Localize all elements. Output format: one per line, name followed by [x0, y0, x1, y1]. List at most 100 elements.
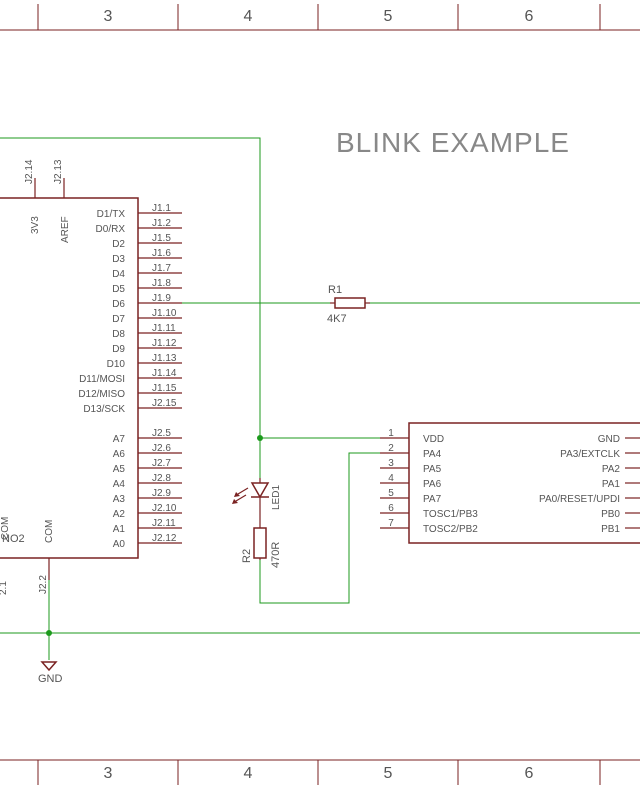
- arduino-pin-name: D10: [107, 359, 126, 370]
- arduino-pin-name: D8: [112, 329, 125, 340]
- arduino-pin-number: J2.5: [152, 428, 171, 439]
- mcu-pin-name-left: TOSC2/PB2: [423, 524, 478, 535]
- arduino-pin-name: D2: [112, 239, 125, 250]
- mcu-pin-name-left: PA6: [423, 479, 442, 490]
- col-label-bottom: 3: [104, 765, 113, 782]
- arduino-pin-number: J2.12: [152, 533, 177, 544]
- mcu-pin-name-left: PA4: [423, 449, 442, 460]
- col-label-bottom: 4: [244, 765, 253, 782]
- led1-name: LED1: [271, 485, 282, 510]
- arduino-pin-number: J1.12: [152, 338, 177, 349]
- mcu-pin-number: 6: [388, 503, 394, 514]
- arduino-pin-number: J2.10: [152, 503, 177, 514]
- col-label-bottom: 6: [525, 765, 534, 782]
- r2-value: 470R: [270, 542, 282, 568]
- mcu-pin-name-right: PA0/RESET/UPDI: [539, 494, 620, 505]
- arduino-pin-number: J1.2: [152, 218, 171, 229]
- arduino-pin-name: A1: [113, 524, 126, 535]
- col-label-top: 6: [525, 8, 534, 25]
- col-label-top: 4: [244, 8, 253, 25]
- mcu-pin-number: 5: [388, 488, 394, 499]
- r2-name: R2: [241, 549, 253, 563]
- mcu-pin-name-right: PA2: [602, 464, 621, 475]
- arduino-pin-name: D6: [112, 299, 125, 310]
- arduino-nano-symbol: J2.14 J2.13 3V3 AREF COM J2.2 NO2 COM 2.…: [0, 159, 182, 595]
- arduino-pin-name: D12/MISO: [78, 389, 125, 400]
- arduino-pin-number: J1.6: [152, 248, 171, 259]
- col-label-top: 3: [104, 8, 113, 25]
- arduino-pin-number: J2.11: [152, 518, 176, 529]
- mcu-pin-name-left: PA7: [423, 494, 442, 505]
- resistor-r2: R2 470R: [241, 527, 282, 568]
- arduino-top-pin: J2.14: [24, 159, 35, 184]
- resistor-r1: R1 4K7: [327, 284, 370, 325]
- arduino-pin-name: A5: [113, 464, 126, 475]
- arduino-pin-number: J2.15: [152, 398, 177, 409]
- arduino-partial-label: NO2: [2, 533, 25, 545]
- mcu-pin-number: 3: [388, 458, 394, 469]
- arduino-partial-label: 2.1: [0, 581, 9, 595]
- mcu-pin-number: 1: [388, 428, 394, 439]
- arduino-top-pin-name: AREF: [60, 216, 71, 243]
- arduino-pin-name: D9: [112, 344, 125, 355]
- mcu-pin-name-left: TOSC1/PB3: [423, 509, 478, 520]
- mcu-pin-name-right: PB0: [601, 509, 620, 520]
- arduino-pin-number: J1.13: [152, 353, 177, 364]
- mcu-pin-name-left: PA5: [423, 464, 442, 475]
- col-label-top: 5: [384, 8, 393, 25]
- mcu-pin-number: 7: [388, 518, 394, 529]
- arduino-bottom-pin: J2.2: [38, 575, 49, 594]
- arduino-pin-number: J1.5: [152, 233, 171, 244]
- frame-column-labels: 3 4 5 6 3 4 5 6: [104, 8, 534, 782]
- arduino-pin-number: J2.6: [152, 443, 171, 454]
- arduino-pin-number: J2.7: [152, 458, 171, 469]
- mcu-pin-name-right: GND: [598, 434, 620, 445]
- arduino-pin-number: J1.7: [152, 263, 171, 274]
- arduino-pin-name: A2: [113, 509, 126, 520]
- arduino-pin-name: D13/SCK: [83, 404, 125, 415]
- arduino-pin-number: J1.10: [152, 308, 177, 319]
- arduino-pin-number: J1.15: [152, 383, 177, 394]
- r1-name: R1: [328, 284, 342, 296]
- arduino-pin-number: J1.11: [152, 323, 176, 334]
- wires: [0, 137, 640, 660]
- led-led1: LED1: [232, 478, 282, 528]
- arduino-pin-name: A3: [113, 494, 126, 505]
- mcu-pin-name-right: PA1: [602, 479, 621, 490]
- ground-symbol: GND: [38, 661, 63, 685]
- arduino-pin-name: D4: [112, 269, 125, 280]
- arduino-pin-number: J1.1: [152, 203, 171, 214]
- arduino-pin-rows: D1/TXJ1.1D0/RXJ1.2D2J1.5D3J1.6D4J1.7D5J1…: [78, 203, 182, 550]
- arduino-pin-name: D3: [112, 254, 125, 265]
- arduino-pin-name: A7: [113, 434, 126, 445]
- mcu-pin-number: 4: [388, 473, 394, 484]
- arduino-pin-number: J2.8: [152, 473, 171, 484]
- mcu-pin-number: 2: [388, 443, 394, 454]
- mcu-pin-name-left: VDD: [423, 434, 444, 445]
- arduino-pin-number: J1.8: [152, 278, 171, 289]
- arduino-pin-name: A6: [113, 449, 126, 460]
- schematic-title: BLINK EXAMPLE: [336, 127, 570, 158]
- mcu-pin-name-right: PB1: [601, 524, 620, 535]
- arduino-pin-name: D7: [112, 314, 125, 325]
- arduino-top-pin: J2.13: [53, 159, 64, 184]
- arduino-pin-number: J1.14: [152, 368, 177, 379]
- col-label-bottom: 5: [384, 765, 393, 782]
- arduino-pin-name: D0/RX: [96, 224, 126, 235]
- arduino-pin-name: D11/MOSI: [79, 374, 125, 385]
- r1-value: 4K7: [327, 313, 347, 325]
- frame-border: [0, 4, 640, 785]
- arduino-pin-name: D1/TX: [97, 209, 126, 220]
- mcu-pin-name-right: PA3/EXTCLK: [560, 449, 620, 460]
- arduino-pin-name: D5: [112, 284, 125, 295]
- arduino-pin-number: J2.9: [152, 488, 171, 499]
- gnd-label: GND: [38, 673, 63, 685]
- arduino-top-pin-name: 3V3: [30, 216, 41, 234]
- arduino-partial-label: COM: [0, 517, 11, 540]
- arduino-pin-number: J1.9: [152, 293, 171, 304]
- arduino-pin-name: A4: [113, 479, 126, 490]
- arduino-bottom-pin-name: COM: [44, 520, 55, 543]
